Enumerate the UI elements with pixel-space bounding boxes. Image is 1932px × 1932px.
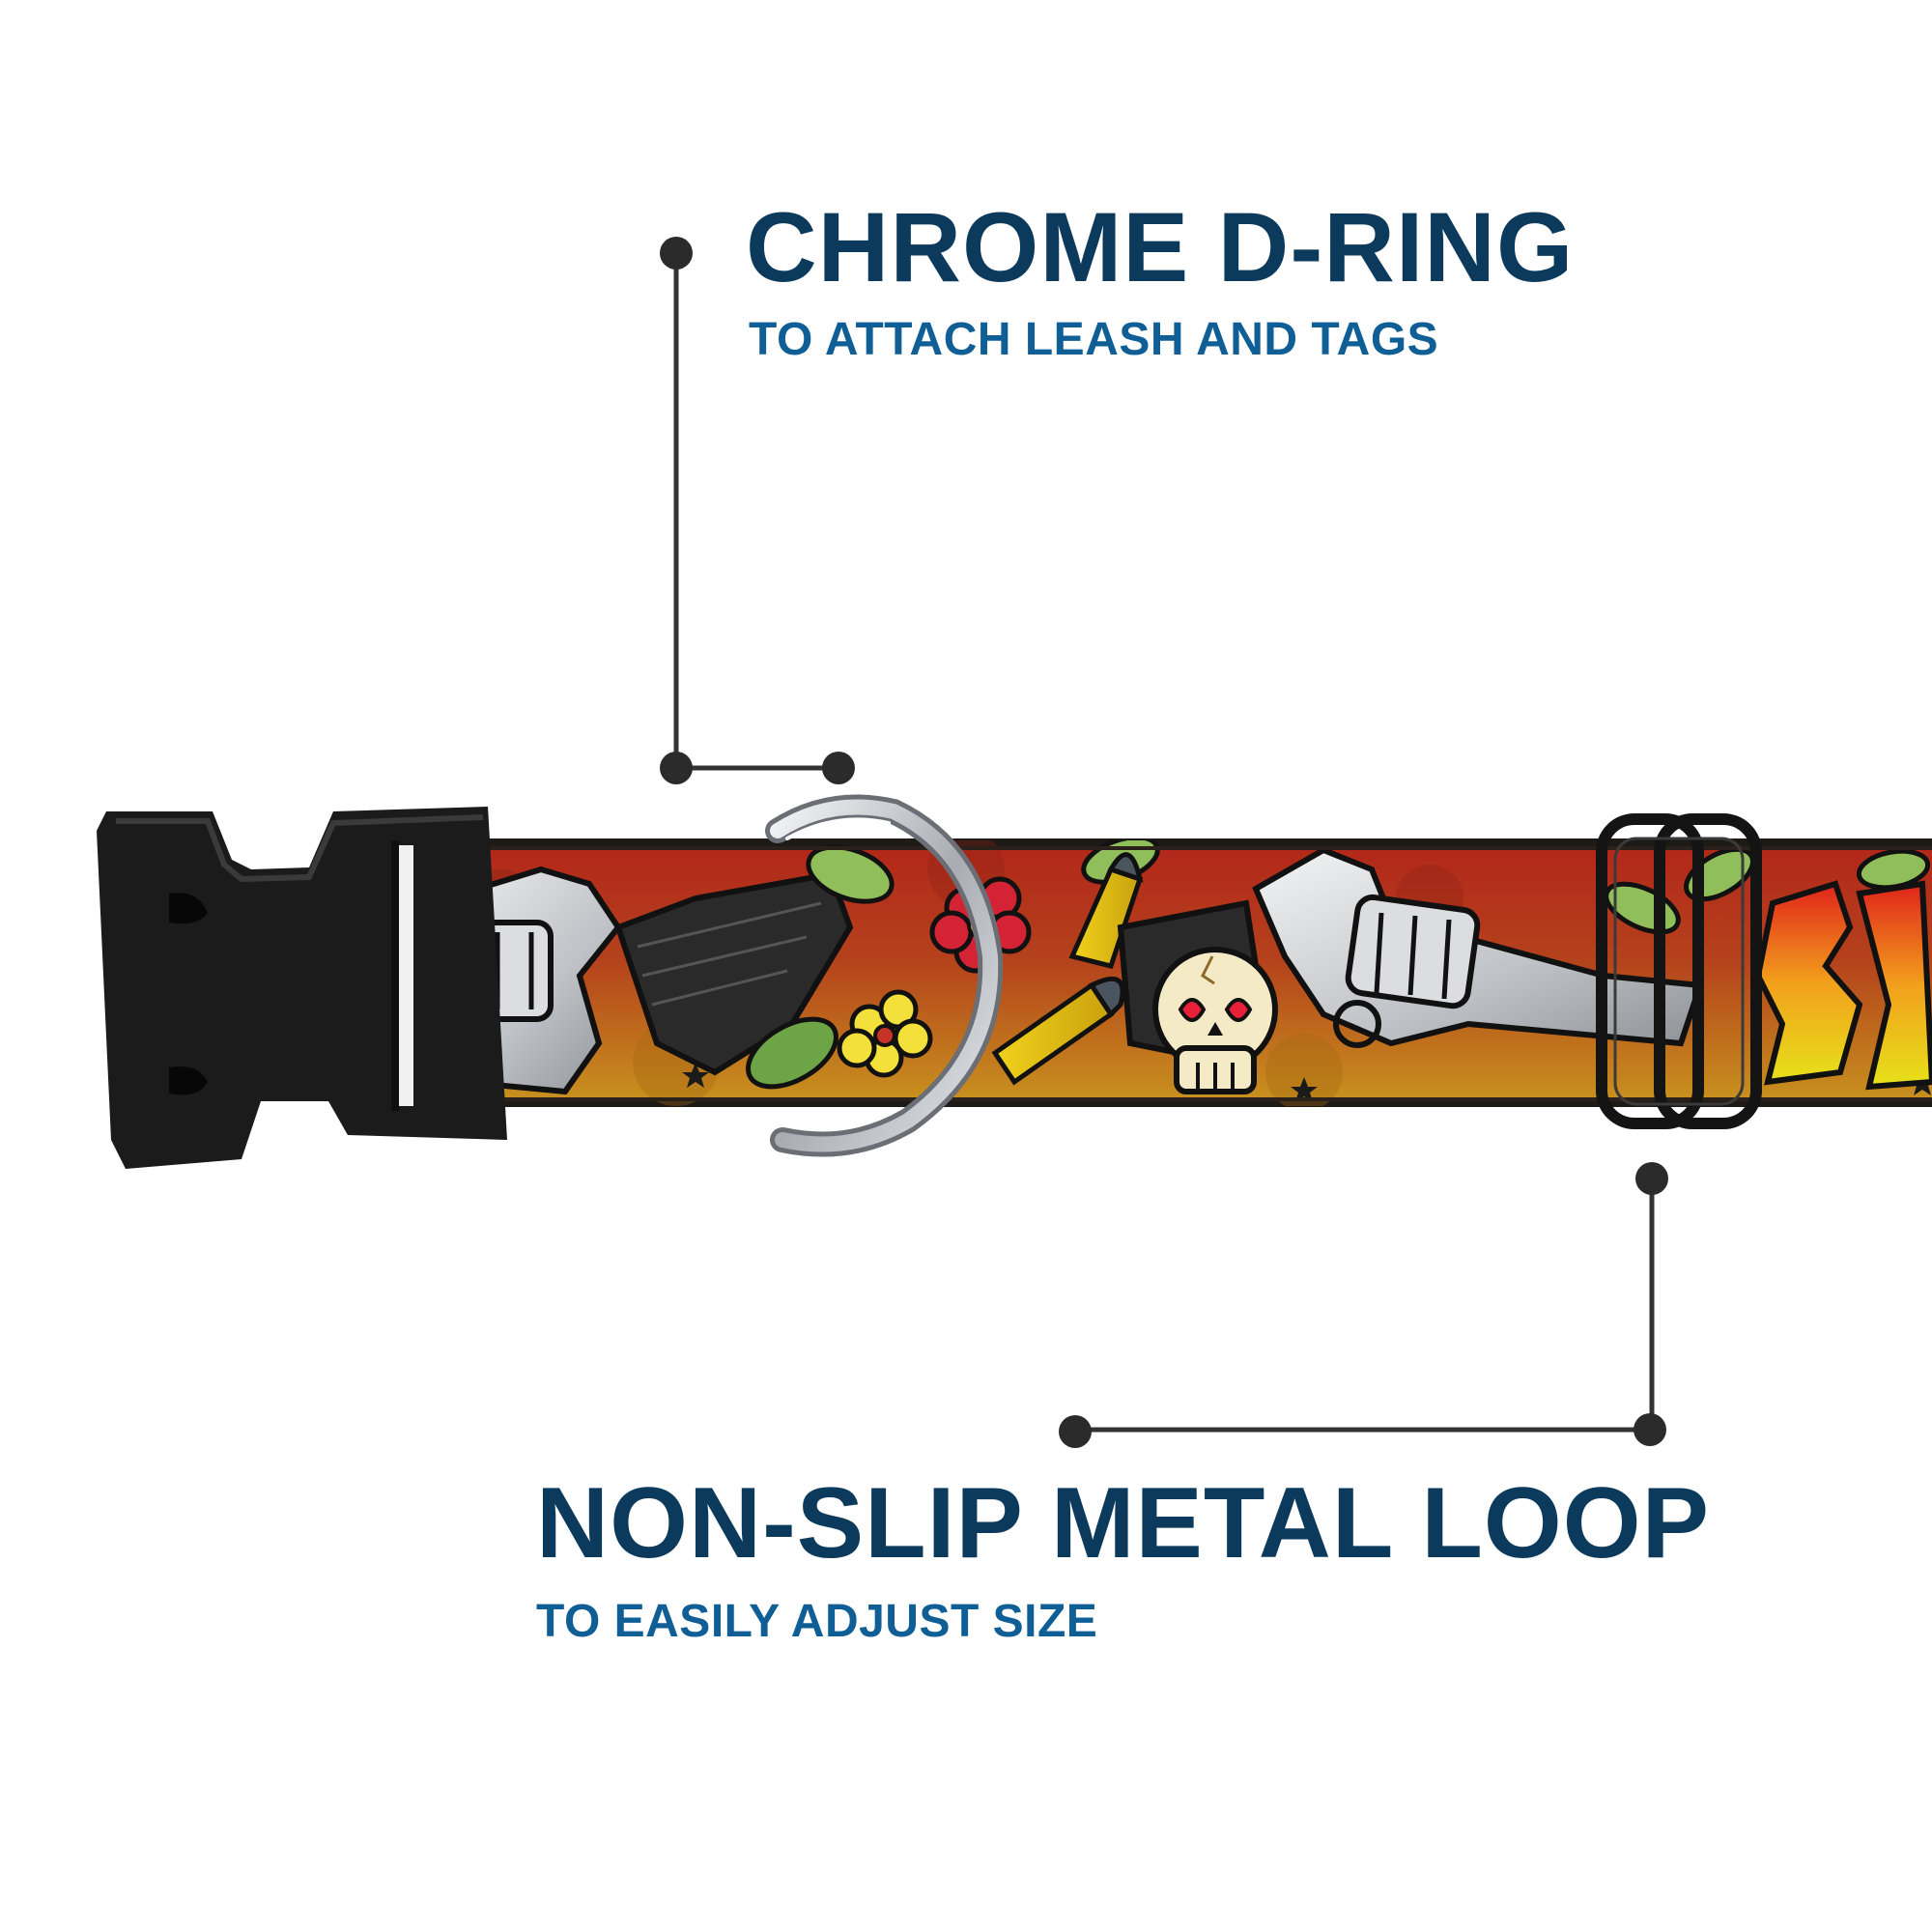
flower-icon — [837, 876, 1032, 1078]
collar-strap — [411, 838, 1932, 1107]
revolver-icon — [1252, 846, 1705, 1048]
skull-icon — [1152, 947, 1278, 1094]
loop-leader-line — [1059, 1162, 1668, 1448]
letter-ornament — [1754, 880, 1932, 1091]
dring-feature-title: CHROME D-RING — [746, 192, 1575, 302]
side-release-buckle-icon — [97, 807, 507, 1169]
loop-feature-title: NON-SLIP METAL LOOP — [536, 1467, 1711, 1579]
dring-leader-line — [660, 237, 855, 784]
chrome-d-ring-icon — [765, 794, 1004, 1157]
bullet-icon — [991, 852, 1144, 1086]
dring-feature-subtitle: TO ATTACH LEASH AND TAGS — [749, 314, 1439, 365]
loop-feature-subtitle: TO EASILY ADJUST SIZE — [536, 1596, 1098, 1647]
slide-loop-icon — [1596, 813, 1762, 1129]
